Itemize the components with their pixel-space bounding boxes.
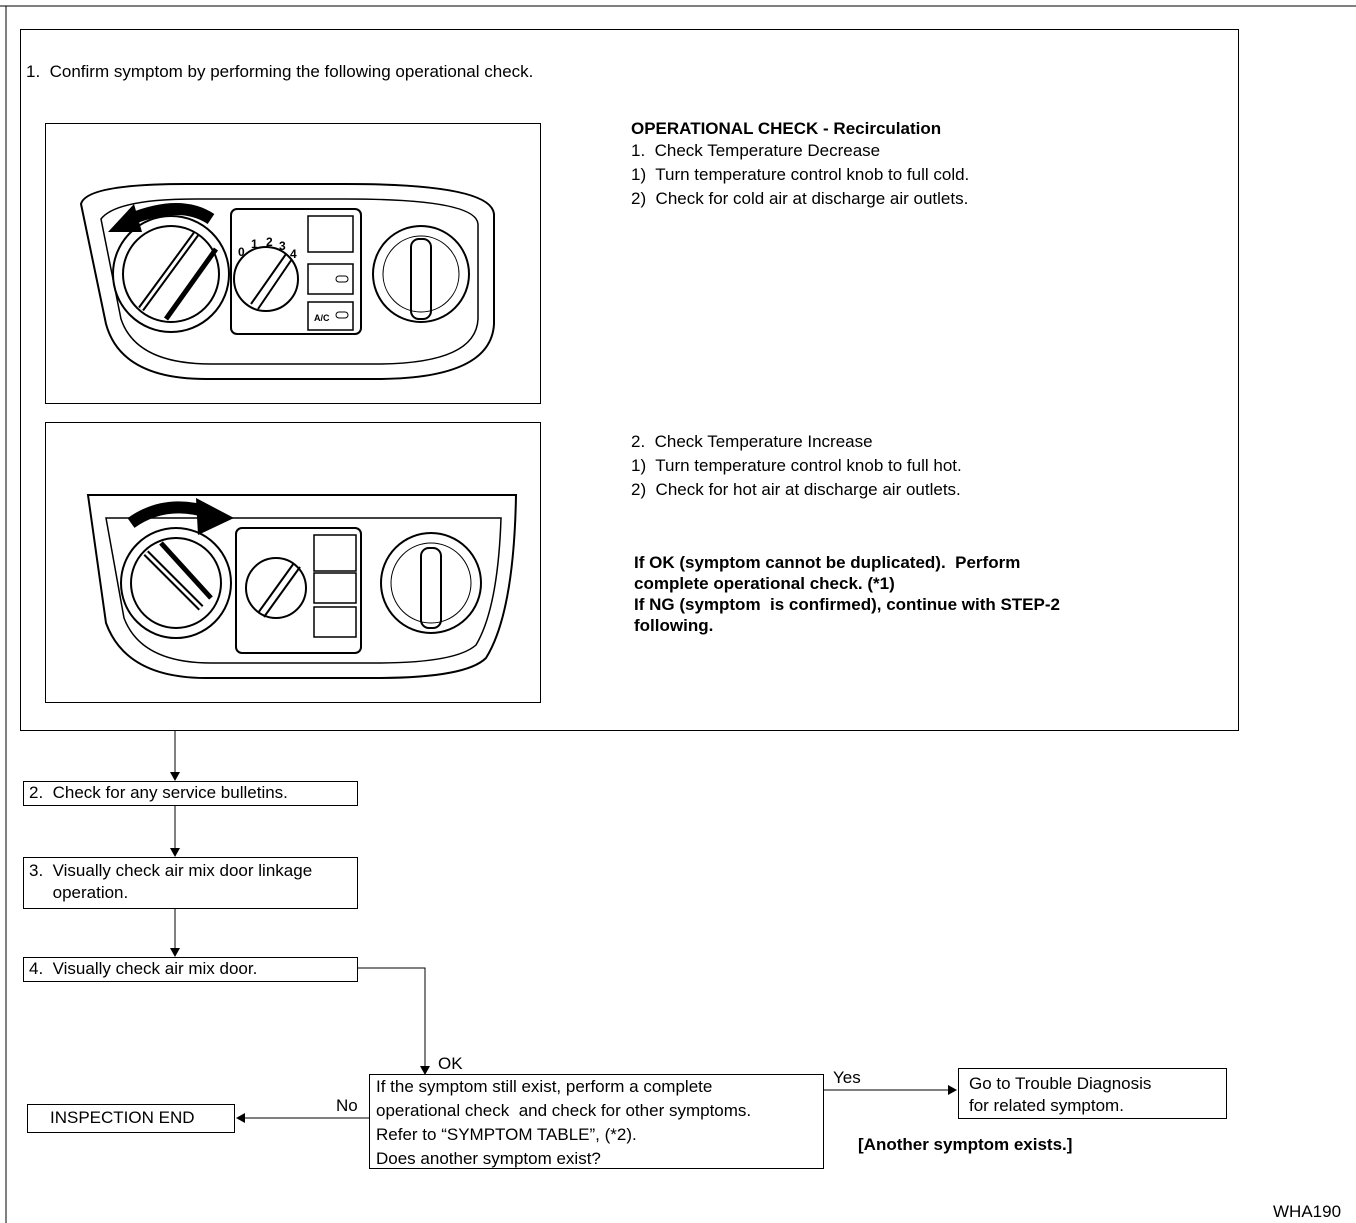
step3-line-1: 3. Visually check air mix door linkage — [29, 861, 313, 880]
step2-text: 2. Check for any service bulletins. — [29, 783, 288, 802]
result-line-2: complete operational check. (*1) — [634, 574, 895, 593]
increase-line-3: 2) Check for hot air at discharge air ou… — [631, 480, 961, 499]
fan-label-4: 4 — [290, 247, 297, 261]
inspection-end-box — [27, 1104, 235, 1133]
ok-label: OK — [438, 1054, 463, 1073]
goto-diagnosis-box — [958, 1068, 1227, 1119]
decision-line-4: Does another symptom exist? — [376, 1149, 601, 1168]
goto-line-2: for related symptom. — [969, 1096, 1124, 1115]
result-line-3: If NG (symptom is confirmed), continue w… — [634, 595, 1060, 614]
result-line-4: following. — [634, 616, 714, 635]
ac-label: A/C — [314, 313, 330, 323]
fan-label-1: 1 — [251, 237, 258, 251]
decrease-line-1: 1. Check Temperature Decrease — [631, 141, 881, 160]
fan-label-0: 0 — [238, 245, 245, 259]
step4-text: 4. Visually check air mix door. — [29, 959, 258, 978]
step3-line-2: operation. — [29, 883, 129, 902]
result-line-1: If OK (symptom cannot be duplicated). Pe… — [634, 553, 1021, 572]
increase-line-1: 2. Check Temperature Increase — [631, 432, 873, 451]
inspection-end-text: INSPECTION END — [50, 1108, 195, 1127]
panel-illustration-hot — [45, 422, 541, 703]
fan-label-3: 3 — [279, 239, 286, 253]
decision-line-3: Refer to “SYMPTOM TABLE”, (*2). — [376, 1125, 637, 1144]
operational-check-heading: OPERATIONAL CHECK - Recirculation — [631, 119, 942, 138]
increase-line-2: 1) Turn temperature control knob to full… — [631, 456, 962, 475]
decision-line-1: If the symptom still exist, perform a co… — [376, 1077, 713, 1096]
step1-title: 1. Confirm symptom by performing the fol… — [26, 62, 534, 81]
decision-box — [369, 1074, 824, 1169]
another-symptom-note: [Another symptom exists.] — [858, 1135, 1073, 1154]
decrease-line-3: 2) Check for cold air at discharge air o… — [631, 189, 969, 208]
decrease-line-2: 1) Turn temperature control knob to full… — [631, 165, 970, 184]
panel-illustration-cold: 0 1 2 3 4 A/C — [45, 123, 541, 404]
decision-line-2: operational check and check for other sy… — [376, 1101, 752, 1120]
yes-label: Yes — [833, 1068, 861, 1087]
step3-box — [23, 857, 358, 909]
goto-line-1: Go to Trouble Diagnosis — [969, 1074, 1152, 1093]
figure-id: WHA190 — [1273, 1202, 1342, 1221]
fan-label-2: 2 — [266, 235, 273, 249]
no-label: No — [336, 1096, 358, 1115]
step4-box — [23, 957, 358, 982]
step2-box — [23, 781, 358, 806]
